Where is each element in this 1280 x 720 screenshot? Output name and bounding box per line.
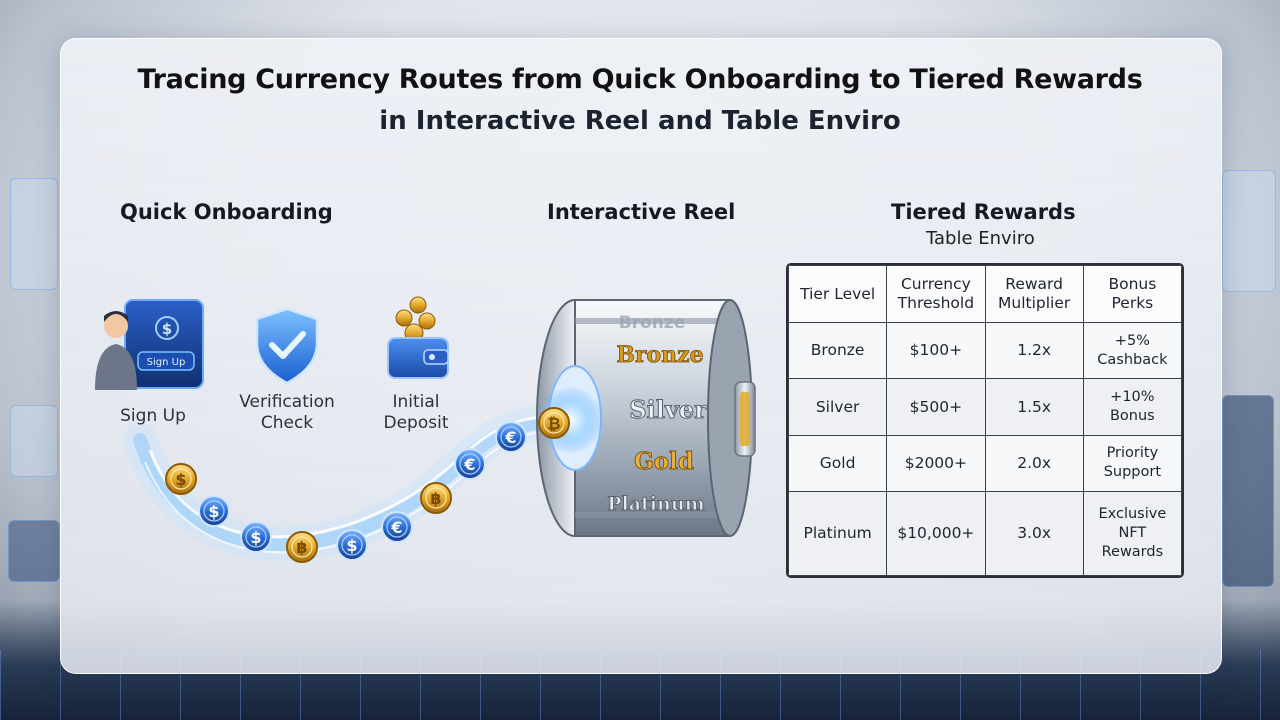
svg-text:€: €	[390, 518, 402, 537]
coins-group: $ $ $ ฿ $ € ฿ € € ₿	[165, 407, 570, 563]
svg-text:€: €	[504, 428, 516, 447]
reel-ghost-label: Bronze	[619, 313, 686, 333]
page-title: Tracing Currency Routes from Quick Onboa…	[137, 64, 1143, 95]
step-label-verification: Verification Check	[239, 392, 335, 433]
cell-threshold: $10,000+	[886, 491, 986, 576]
cell-multiplier: 1.5x	[984, 378, 1084, 436]
reel-heading: Interactive Reel	[547, 200, 736, 224]
blue-coin-icon: €	[454, 448, 486, 480]
cell-tier: Platinum	[788, 491, 888, 576]
blue-coin-icon: $	[198, 495, 230, 527]
blue-coin-icon: €	[381, 511, 413, 543]
left-background-screen-2	[10, 405, 58, 477]
cell-tier: Bronze	[788, 321, 888, 380]
left-background-screen-3	[8, 520, 60, 582]
page-subtitle: in Interactive Reel and Table Enviro	[379, 106, 901, 136]
blue-coin-icon: €	[495, 421, 527, 453]
cell-perks: Priority Support	[1082, 434, 1182, 493]
svg-text:$: $	[162, 320, 172, 338]
table-row: Platinum $10,000+ 3.0x Exclusive NFT Rew…	[788, 491, 1182, 576]
user-signup-icon: $ Sign Up	[95, 299, 204, 390]
step-label-deposit: Initial Deposit	[383, 392, 449, 433]
wallet-coins-icon	[387, 296, 449, 379]
blue-coin-icon: $	[240, 521, 272, 553]
svg-text:$: $	[250, 528, 261, 547]
blue-coin-icon: $	[336, 529, 368, 561]
cell-multiplier: 1.2x	[984, 321, 1084, 380]
table-row: Gold $2000+ 2.0x Priority Support	[788, 434, 1182, 493]
cell-perks: Exclusive NFT Rewards	[1082, 491, 1182, 576]
cell-threshold: $100+	[886, 321, 986, 380]
step-label-signup: Sign Up	[120, 406, 186, 426]
signup-button-text: Sign Up	[147, 357, 186, 368]
svg-text:฿: ฿	[430, 489, 441, 508]
gold-coin-icon: ฿	[286, 531, 318, 563]
reel-tier-silver: Silver	[629, 395, 707, 424]
reel-tier-bronze: Bronze	[616, 342, 703, 368]
cell-multiplier: 3.0x	[984, 491, 1084, 576]
rewards-heading: Tiered Rewards	[891, 200, 1076, 224]
svg-text:€: €	[463, 455, 475, 474]
cell-multiplier: 2.0x	[984, 434, 1084, 493]
cell-perks: +10% Bonus	[1082, 378, 1182, 436]
rewards-subheading: Table Enviro	[926, 228, 1035, 249]
cell-threshold: $2000+	[886, 434, 986, 493]
cell-perks: +5% Cashback	[1082, 321, 1182, 380]
cell-threshold: $500+	[886, 378, 986, 436]
cell-tier: Silver	[788, 378, 888, 436]
svg-text:฿: ฿	[296, 538, 307, 557]
left-background-screen	[10, 178, 58, 290]
table-row: Silver $500+ 1.5x +10% Bonus	[788, 378, 1182, 436]
cell-tier: Gold	[788, 434, 888, 493]
gold-coin-icon: $	[165, 463, 197, 495]
onboarding-heading: Quick Onboarding	[120, 200, 333, 224]
reel-tier-platinum: Platinum	[607, 493, 705, 515]
right-background-screen	[1222, 170, 1276, 292]
svg-text:₿: ₿	[547, 414, 560, 433]
svg-text:$: $	[208, 502, 219, 521]
header-tier-level: Tier Level	[788, 265, 888, 323]
reel-tier-gold: Gold	[634, 448, 694, 475]
shield-check-icon	[255, 307, 319, 385]
gold-coin-icon: ₿	[538, 407, 570, 439]
gold-coin-icon: ฿	[420, 482, 452, 514]
table-row: Bronze $100+ 1.2x +5% Cashback	[788, 321, 1182, 380]
svg-text:$: $	[175, 470, 186, 489]
reel-drum: Bronze Bronze Silver Gold Platinum	[536, 299, 756, 537]
right-background-server	[1222, 395, 1274, 587]
svg-text:$: $	[346, 536, 357, 555]
